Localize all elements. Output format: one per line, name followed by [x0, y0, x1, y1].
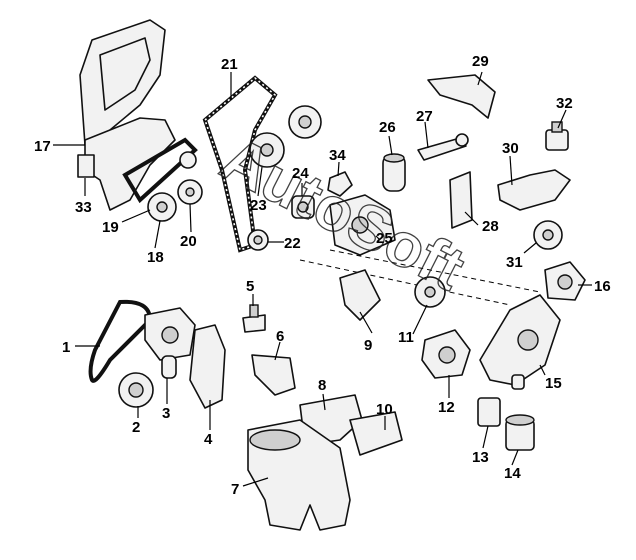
water-pump-31 [533, 220, 563, 250]
cover-bracket [77, 154, 95, 178]
gasket-10 [349, 411, 403, 456]
callout-3: 3 [162, 405, 170, 422]
power-steering-pump [144, 307, 196, 361]
callout-10: 10 [376, 401, 393, 418]
callout-26: 26 [379, 119, 396, 136]
idler-roller-3 [161, 355, 177, 379]
bracket-4 [189, 324, 226, 409]
fuel-pump-26 [382, 153, 406, 192]
leader-lines [53, 71, 592, 487]
accessory-drive-belt [88, 299, 153, 383]
timing-belt-cover-upper [79, 19, 166, 151]
callout-19: 19 [102, 219, 119, 236]
callout-22: 22 [284, 235, 301, 252]
bracket-6 [251, 354, 296, 396]
timing-housing-15 [479, 294, 561, 390]
tensioner-roller-24 [291, 195, 315, 219]
camshaft-pulley-upper [288, 105, 322, 139]
callout-labels: 1 2 3 4 5 6 7 8 9 10 11 12 13 14 15 16 1… [34, 53, 611, 498]
oil-filter-14 [505, 414, 535, 451]
callout-30: 30 [502, 140, 519, 157]
callout-29: 29 [472, 53, 489, 70]
callout-16: 16 [594, 278, 611, 295]
callout-8: 8 [318, 377, 326, 394]
camshaft-pulley-23 [249, 132, 285, 168]
callout-7: 7 [231, 481, 239, 498]
timing-belt [202, 75, 278, 253]
sensor-5 [242, 304, 266, 333]
callout-14: 14 [504, 465, 521, 482]
sensor-34 [327, 171, 353, 197]
camshaft-chain [122, 137, 198, 204]
callout-5: 5 [246, 278, 254, 295]
callout-27: 27 [416, 108, 433, 125]
callout-32: 32 [556, 95, 573, 112]
bracket-30 [497, 169, 571, 211]
callout-21: 21 [221, 56, 238, 73]
callout-18: 18 [147, 249, 164, 266]
callout-15: 15 [545, 375, 562, 392]
callout-12: 12 [438, 399, 455, 416]
pulley-11 [414, 276, 446, 308]
callout-1: 1 [62, 339, 70, 356]
callout-2: 2 [132, 419, 140, 436]
oil-pump-12 [421, 329, 471, 379]
chain-sprocket-20 [177, 151, 203, 205]
callout-24: 24 [292, 165, 309, 182]
callout-25: 25 [376, 230, 393, 247]
callout-4: 4 [204, 431, 213, 448]
callout-9: 9 [364, 337, 372, 354]
callout-6: 6 [276, 328, 284, 345]
thermostat-housing-16 [544, 261, 586, 301]
callout-23: 23 [250, 197, 267, 214]
bracket-29 [427, 74, 496, 119]
callout-34: 34 [329, 147, 346, 164]
callout-13: 13 [472, 449, 489, 466]
bracket-28 [449, 171, 473, 229]
crankshaft-pulley-22 [247, 229, 269, 251]
chain-sprocket-18 [147, 192, 177, 222]
callout-33: 33 [75, 199, 92, 216]
tensioner-pulley-2 [118, 372, 154, 408]
sensor-block-13 [477, 397, 501, 427]
callout-28: 28 [482, 218, 499, 235]
intake-manifold [247, 419, 351, 531]
callout-20: 20 [180, 233, 197, 250]
idler-9 [339, 269, 381, 321]
callout-17: 17 [34, 138, 51, 155]
callout-31: 31 [506, 254, 523, 271]
lever-27 [417, 133, 469, 161]
callout-11: 11 [398, 329, 414, 346]
sender-32 [545, 121, 569, 151]
housing-25 [329, 194, 396, 256]
